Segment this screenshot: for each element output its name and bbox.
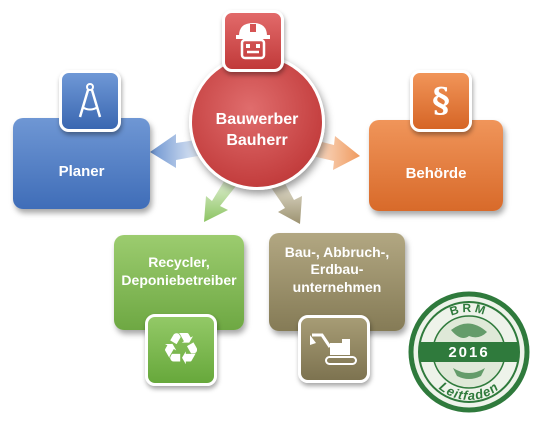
brm-leitfaden-seal: BRM 2016 Leitfaden: [408, 291, 530, 413]
arrow-to-planer: [150, 134, 198, 168]
behoerde-label: Behörde: [405, 165, 467, 183]
arrow-to-behoerde: [312, 136, 360, 170]
center-label-line2: Bauherr: [226, 132, 288, 149]
planer-box: Planer: [13, 118, 150, 209]
bau-label-line3: unternehmen: [292, 278, 382, 295]
recycle-icon: ♻: [145, 314, 217, 386]
seal-top-text: BRM: [448, 301, 487, 319]
seal-year: 2016: [448, 344, 489, 361]
bau-label-line2: Erdbau-: [310, 261, 364, 278]
bau-box: Bau-, Abbruch-, Erdbau- unternehmen: [269, 233, 405, 331]
paragraph-icon: §: [410, 70, 472, 132]
excavator-icon: [298, 315, 370, 383]
behoerde-box: Behörde: [369, 120, 503, 211]
center-node: Bauwerber Bauherr: [189, 54, 325, 190]
planer-label: Planer: [58, 163, 105, 181]
helmet-face-icon: [222, 10, 284, 72]
arrow-to-bau: [270, 178, 302, 224]
compass-icon: [59, 70, 121, 132]
bau-label-line1: Bau-, Abbruch-,: [284, 243, 390, 260]
center-label-line1: Bauwerber: [215, 111, 299, 129]
recycler-label-line1: Recycler,: [148, 254, 210, 270]
recycler-label-line2: Deponiebetreiber: [121, 271, 237, 288]
arrow-to-recycler: [204, 178, 236, 222]
svg-text:BRM: BRM: [448, 301, 490, 319]
